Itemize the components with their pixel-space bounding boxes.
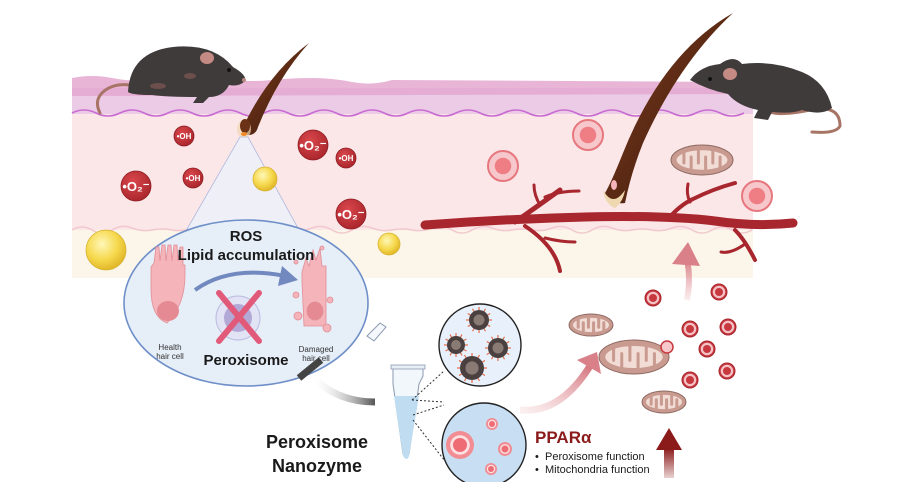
ros-label: •O₂⁻ (299, 138, 326, 153)
damaged-hair-cell-icon (292, 245, 334, 333)
zoom-inset (123, 136, 369, 387)
red-blood-cell-icon (741, 180, 773, 212)
mitochondria-group (568, 144, 734, 414)
nanoparticle-icon (444, 333, 468, 357)
ros-label: •O₂⁻ (122, 179, 149, 194)
mito-ros-icon (660, 340, 674, 354)
hydroxyl-radical-icon: •OH (182, 167, 204, 189)
lipid-droplet-icon (252, 166, 278, 192)
lipid-droplet-icon (85, 229, 127, 271)
dermis-layer (72, 112, 753, 230)
title-line-2: Nanozyme (271, 456, 363, 476)
red-blood-cell-icon (681, 371, 699, 389)
red-blood-cells-dermis (487, 119, 773, 212)
liposome-inset (441, 402, 527, 482)
liposome-icon (498, 442, 512, 456)
peroxisome-label: Peroxisome (203, 352, 289, 369)
hypodermis-layer-right (377, 228, 753, 278)
nanozyme-tube-icon (366, 322, 426, 459)
healthy-hair-cell-label: Health hair cell (156, 343, 184, 361)
ppar-function-list: Peroxisome function Mitochondria functio… (535, 451, 650, 477)
red-blood-cell-icon (572, 119, 604, 151)
mitochondrion-icon (598, 339, 670, 375)
damaged-hair-cell-label: Damaged hair cell (299, 345, 334, 363)
lipid-droplet-icon (377, 232, 401, 256)
ros-label: •OH (186, 174, 201, 183)
nanoparticle-icon (485, 335, 511, 361)
red-blood-cell-icon (698, 340, 716, 358)
ros-heading: ROS (229, 228, 263, 245)
superoxide-radical-icon: •O₂⁻ (120, 170, 152, 202)
red-blood-cells-circulating (644, 283, 737, 389)
title-line-1: Peroxisome (265, 432, 369, 452)
liposome-icon (485, 463, 497, 475)
red-blood-cell-icon (644, 289, 662, 307)
ros-label: •OH (339, 154, 354, 163)
ppar-item-mitochondria: Mitochondria function (535, 464, 650, 477)
hydroxyl-radical-icon: •OH (173, 125, 195, 147)
ros-molecules-left: •OH •O₂⁻ •OH •O₂⁻ •OH •O₂⁻ (120, 125, 367, 230)
hair-follicle-right-icon (603, 13, 733, 208)
superoxide-radical-icon: •O₂⁻ (335, 198, 367, 230)
red-blood-cell-icon (487, 150, 519, 182)
nanozyme-particles-inset (438, 303, 522, 387)
liposome-icon (486, 418, 498, 430)
red-blood-cell-icon (681, 320, 699, 338)
nanoparticle-icon (466, 307, 492, 333)
nanozyme-title: Peroxisome Nanozyme (266, 430, 368, 478)
healthy-label-line-1: Health (158, 343, 182, 352)
mouse-right-icon (690, 59, 842, 134)
hydroxyl-radical-icon: •OH (335, 147, 357, 169)
liposome-icon (446, 431, 474, 459)
red-blood-cell-icon (719, 318, 737, 336)
mitochondrion-icon (568, 313, 614, 337)
cross-icon (216, 290, 262, 344)
blood-vessel-icon (420, 181, 798, 273)
mitochondrion-icon (670, 144, 734, 176)
damaged-label-line-1: Damaged (298, 345, 334, 354)
damage-arrow-icon (193, 270, 286, 292)
treatment-arrow-icon (519, 352, 601, 414)
ppar-upregulation-arrow-icon (656, 428, 682, 478)
basement-membrane (71, 109, 745, 117)
inhibition-arrow-icon (296, 357, 376, 406)
lipid-droplets-left (85, 166, 401, 271)
red-blood-cell-icon (718, 362, 736, 380)
ros-label: •O₂⁻ (337, 207, 364, 222)
superoxide-radical-icon: •O₂⁻ (297, 129, 329, 161)
mouse-left-icon (95, 46, 246, 115)
nanoparticle-icon (457, 353, 487, 383)
ros-label: •OH (177, 132, 192, 141)
hair-follicle-left-icon (237, 43, 309, 138)
ppar-item-peroxisome: Peroxisome function (535, 451, 650, 464)
ppar-alpha-title: PPARα (535, 428, 592, 447)
lipid-accumulation-heading: Lipid accumulation (177, 247, 315, 264)
mitochondrion-icon (641, 390, 687, 414)
upward-arrow-icon (672, 242, 700, 301)
red-blood-cell-icon (710, 283, 728, 301)
healthy-hair-cell-icon (150, 244, 186, 324)
healthy-label-line-2: hair cell (156, 352, 184, 361)
damaged-label-line-2: hair cell (302, 354, 330, 363)
